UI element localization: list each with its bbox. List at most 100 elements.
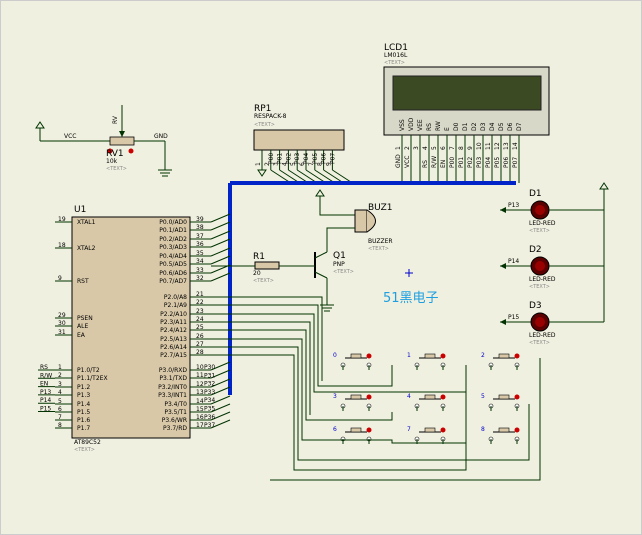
led-0-lens xyxy=(535,205,545,215)
mcu-text: <TEXT> xyxy=(74,447,95,453)
mcu-lpin-3-name: P1.2 xyxy=(77,384,90,391)
lcd-pin-vdd-net: VCC xyxy=(404,156,411,168)
mcu-rnet-4-label: P34 xyxy=(204,397,215,404)
mcu-rpin-11-num: 11 xyxy=(196,372,204,379)
key-5-cap xyxy=(498,394,510,400)
lcd-pin-vdd-label: VDD xyxy=(408,117,415,131)
key-3-label: 3 xyxy=(333,393,337,400)
lcd-module[interactable]: LCD1 LM016L <TEXT> VSS1GNDVDD2VCCVEE3RS4… xyxy=(383,43,550,183)
mcu-rpin-27-num: 27 xyxy=(196,341,204,348)
mcu-lnet-1-label: R/W xyxy=(40,372,52,379)
mcu-lpin-5-name: P1.4 xyxy=(77,401,90,408)
mcu-rpin-34-bus xyxy=(210,255,231,265)
rp-pin-9-net: P07 xyxy=(329,153,336,164)
mcu-rpin-36-name: P0.3/AD3 xyxy=(159,244,187,251)
key-1-label: 1 xyxy=(407,352,411,359)
mcu-rnet-2-label: P32 xyxy=(204,381,215,388)
mcu-rnet-6-label: P36 xyxy=(204,414,215,421)
key-6-label: 6 xyxy=(333,426,337,433)
mcu-rpin-11-bus xyxy=(210,369,231,379)
mcu-rpin-23-num: 23 xyxy=(196,308,204,315)
cursor-crosshair xyxy=(405,269,413,277)
lcd-pin-d0-num: 7 xyxy=(449,146,456,150)
mcu-rpin-27-name: P2.6/A14 xyxy=(160,344,187,351)
key-8-pin xyxy=(514,427,520,433)
led-0-ref: D1 xyxy=(529,189,542,199)
mcu-rpin-34-name: P0.5/AD5 xyxy=(159,261,187,268)
mcu-lpin-4-name: P1.3 xyxy=(77,392,90,399)
lcd-pin-vdd-num: 2 xyxy=(404,146,411,150)
mcu-lpin-29-num: 29 xyxy=(58,312,66,319)
lcd-pin-d3-num: 10 xyxy=(476,142,483,150)
lcd-pin-d2-net: P02 xyxy=(467,157,474,168)
lcd-pin-d7-net: P07 xyxy=(512,157,519,168)
mcu-rpin-36-num: 36 xyxy=(196,241,204,248)
mcu-rpin-34-num: 34 xyxy=(196,258,204,265)
lcd-pin-d6-num: 13 xyxy=(503,142,510,150)
lcd-pin-d2-num: 9 xyxy=(467,146,474,150)
watermark: 51黑电子 xyxy=(383,291,439,306)
mcu-rpin-17-bus xyxy=(210,419,231,429)
mcu-rpin-25-num: 25 xyxy=(196,324,204,331)
mcu-lpin-3-num: 3 xyxy=(58,381,62,388)
led-1-net: P14 xyxy=(508,258,519,265)
led-1-lens xyxy=(535,261,545,271)
mcu-rpin-23-name: P2.2/A10 xyxy=(160,311,187,318)
led-0-net: P13 xyxy=(508,202,519,209)
key-2-label: 2 xyxy=(481,352,485,359)
mcu-rpin-39-num: 39 xyxy=(196,216,204,223)
mcu-rpin-16-bus xyxy=(210,411,231,421)
mcu-rpin-13-num: 13 xyxy=(196,389,204,396)
mcu-rpin-13-name: P3.3/INT1 xyxy=(158,392,187,399)
led-group[interactable]: P13D1LED-RED<TEXT>P14D2LED-RED<TEXT>P15D… xyxy=(500,182,609,346)
mcu-lpin-6-num: 6 xyxy=(58,406,62,413)
r1-value: 20 xyxy=(253,270,261,277)
lcd-pin-e-net: EN xyxy=(440,160,447,168)
mcu-rpin-15-bus xyxy=(210,403,231,413)
buz-ref: BUZ1 xyxy=(368,203,393,213)
lcd-pin-d4-label: D4 xyxy=(489,122,496,131)
lcd-pin-d0-net: P00 xyxy=(449,157,456,168)
key-6-cap xyxy=(350,427,362,433)
rp-bus-entry-6 xyxy=(305,169,327,184)
mcu-rpin-24-name: P2.3/A11 xyxy=(160,319,187,326)
key-7-cap xyxy=(424,427,436,433)
mcu-part: AT89C52 xyxy=(74,439,101,446)
mcu-rpin-38-num: 38 xyxy=(196,224,204,231)
mcu-lpin-6-name: P1.5 xyxy=(77,409,90,416)
rp-pin-2-num: 2 xyxy=(264,162,271,166)
lcd-pin-vee-label: VEE xyxy=(417,119,424,131)
rv-text: <TEXT> xyxy=(106,166,127,172)
led-0-arrow xyxy=(500,207,506,213)
lcd-pin-d7-label: D7 xyxy=(516,122,523,131)
mcu-lpin-29-name: PSEN xyxy=(77,315,93,322)
key-4-pin xyxy=(440,394,446,400)
key-7-label: 7 xyxy=(407,426,411,433)
lcd-pin-vss-net: GND xyxy=(395,154,402,168)
lcd-pin-d3-net: P03 xyxy=(476,157,483,168)
rp-pin-4-num: 4 xyxy=(281,162,288,166)
rp-pin-7-num: 7 xyxy=(308,162,315,166)
led-1-text: <TEXT> xyxy=(529,284,550,290)
mcu-rnet-7-label: P37 xyxy=(204,422,215,429)
rp-pin-6-net: P04 xyxy=(303,153,310,164)
mcu-rpin-13-bus xyxy=(210,386,231,396)
mcu-lpin-8-num: 8 xyxy=(58,422,62,429)
rp-bus-entry-7 xyxy=(314,169,336,184)
mcu-lpin-30-num: 30 xyxy=(58,320,66,327)
rp-bus-entry-3 xyxy=(279,169,300,184)
mcu-lpin-31-num: 31 xyxy=(58,329,66,336)
potentiometer-rv1[interactable]: VCC GND RV RV1 10k <TEXT> xyxy=(35,105,172,177)
mcu-lpin-5-num: 5 xyxy=(58,398,62,405)
mcu-lpin-19-name: XTAL1 xyxy=(77,219,96,226)
lcd-pin-rw-num: 5 xyxy=(431,146,438,150)
mcu-rpin-28-num: 28 xyxy=(196,349,204,356)
rp-text: <TEXT> xyxy=(254,122,275,128)
mcu-lpin-2-name: P1.1/T2EX xyxy=(77,375,108,382)
mcu-rpin-35-name: P0.4/AD4 xyxy=(159,253,187,260)
keypad-wiring xyxy=(211,296,541,481)
key-1-pin xyxy=(440,353,446,359)
